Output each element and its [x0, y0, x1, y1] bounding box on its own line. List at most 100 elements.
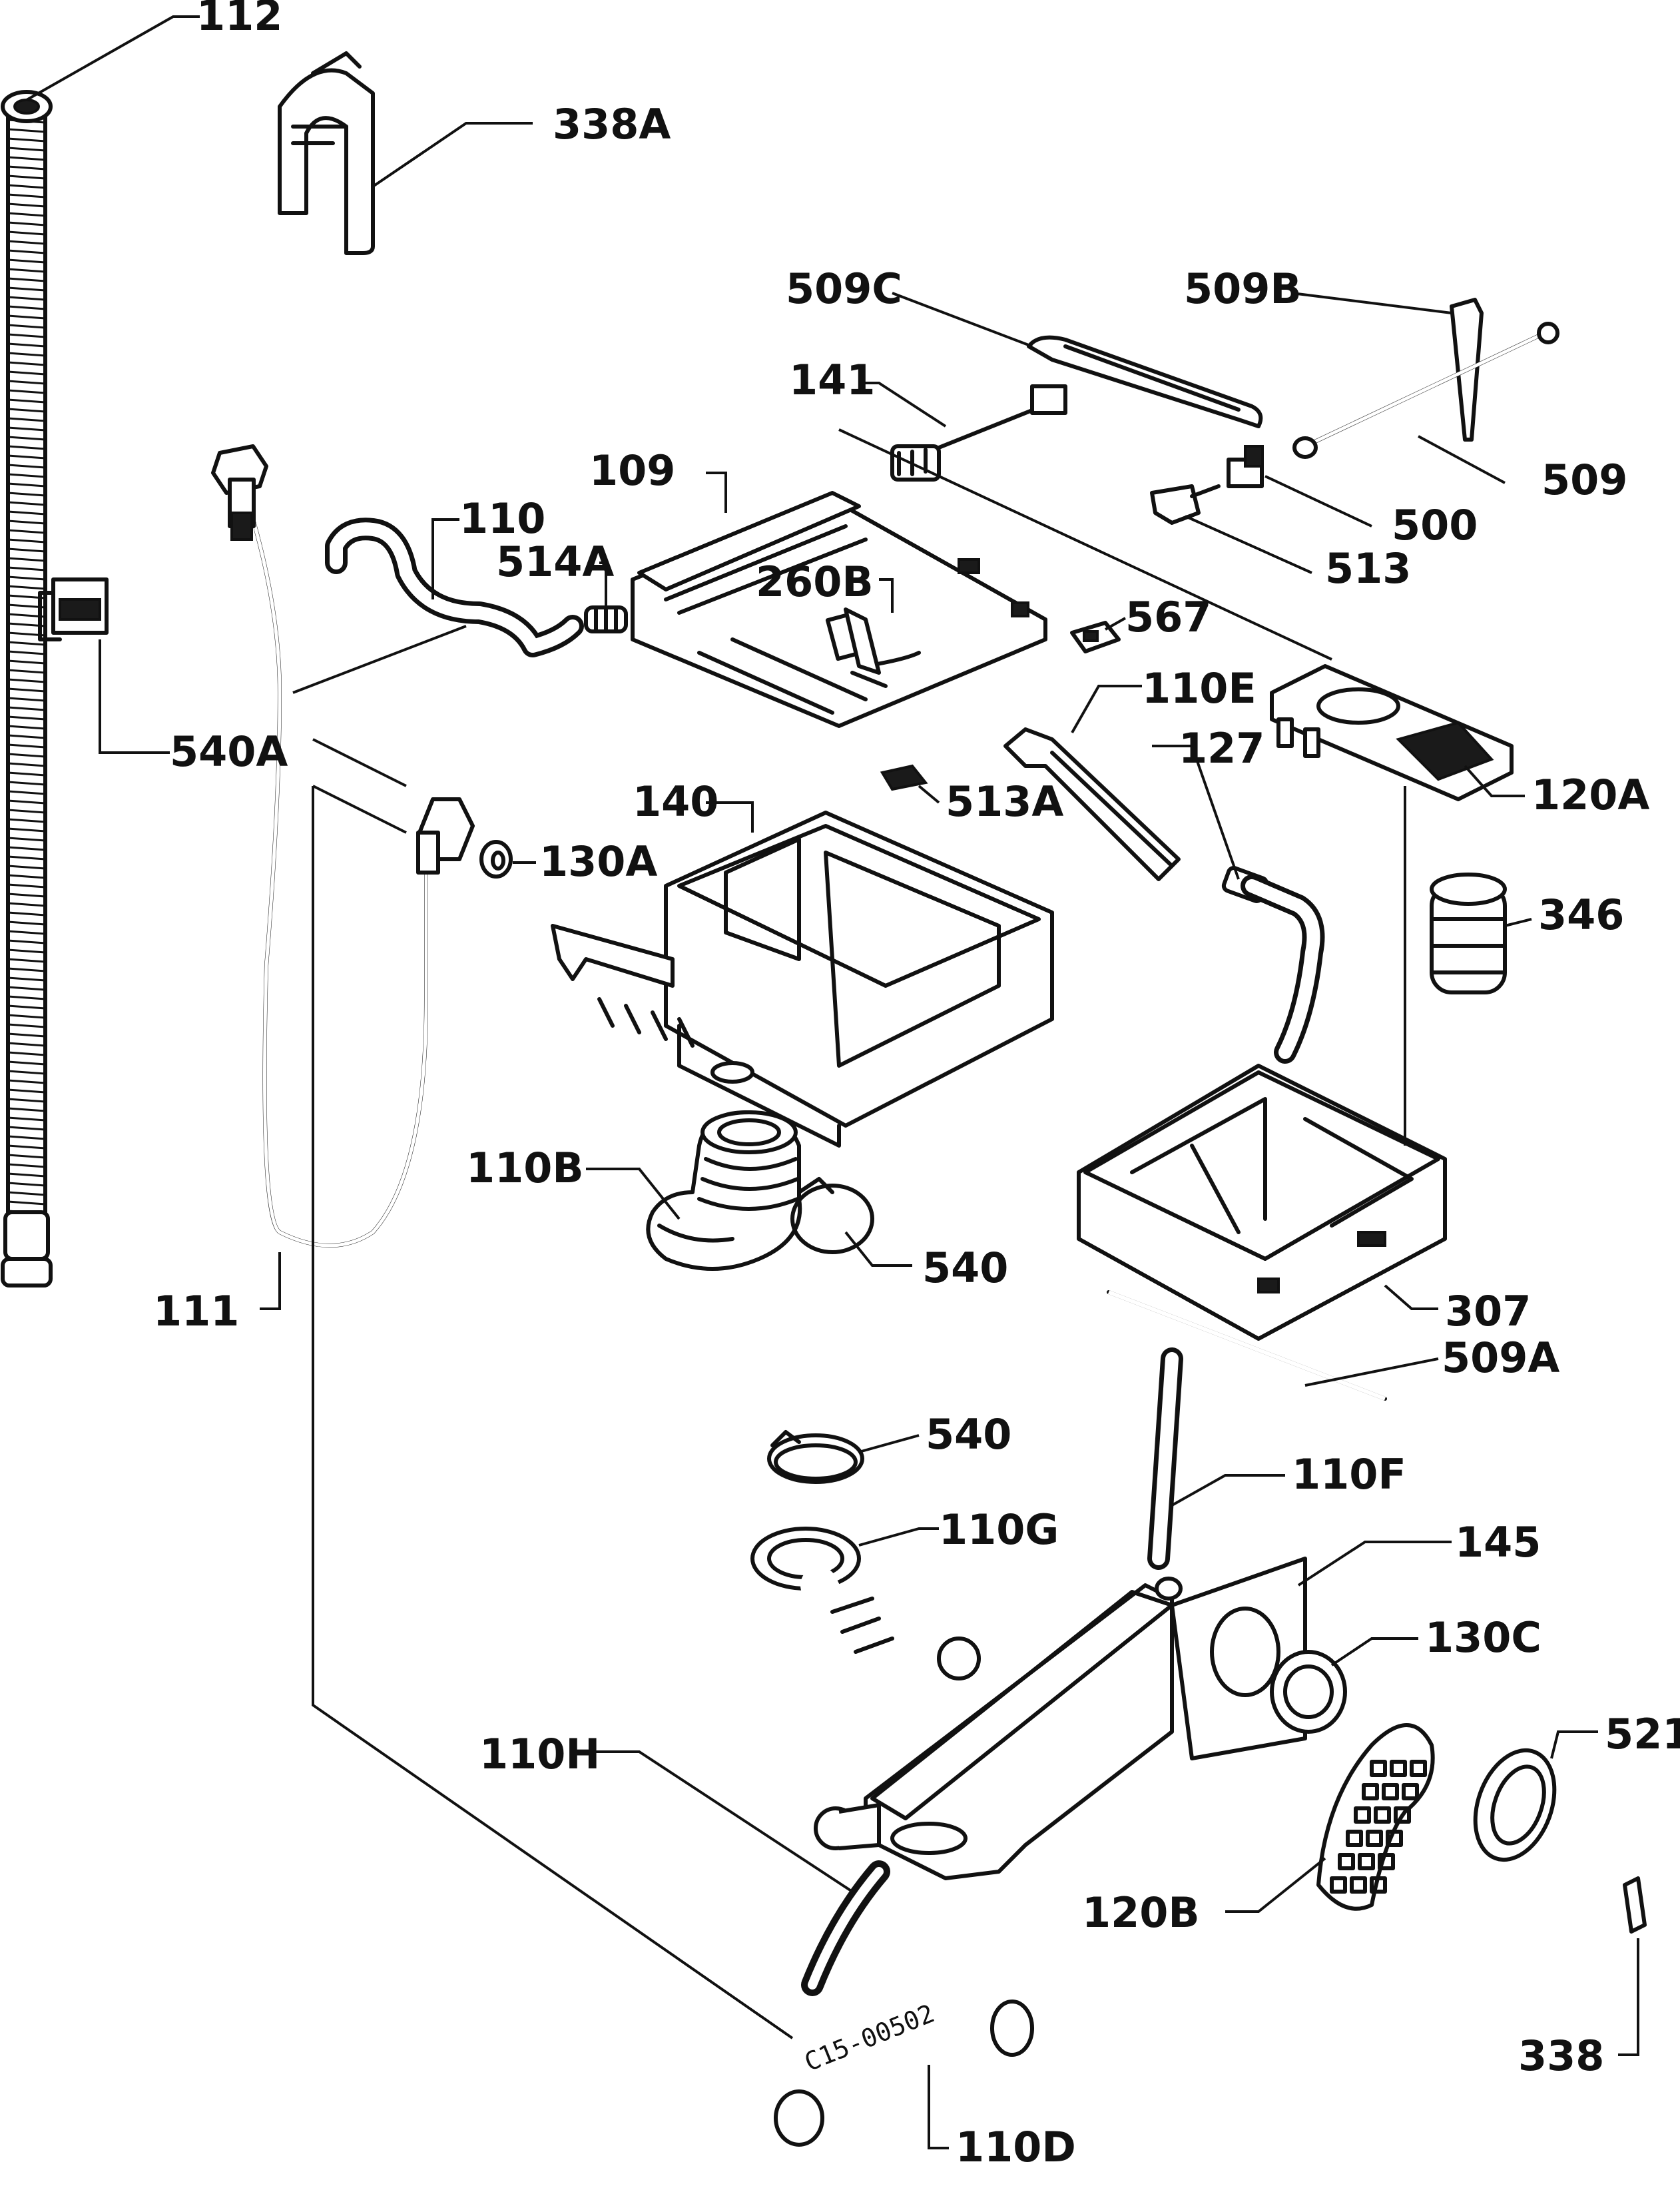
hose-corrugation-line	[7, 184, 46, 189]
hose-corrugation-line	[7, 930, 46, 935]
hose-corrugation-line	[7, 380, 46, 385]
filter-grid-cell	[1330, 1876, 1347, 1894]
hose-corrugation-line	[7, 1060, 46, 1066]
filter-grid-cell	[1354, 1806, 1371, 1824]
hose-corrugation-line	[7, 837, 46, 842]
hose-corrugation-line	[7, 1182, 46, 1187]
label-307: 307	[1445, 1287, 1531, 1335]
hose-corrugation-line	[7, 1014, 46, 1019]
hose-corrugation-line	[7, 902, 46, 907]
hose-corrugation-line	[7, 762, 46, 767]
label-509A: 509A	[1442, 1333, 1559, 1382]
label-130A: 130A	[539, 837, 657, 886]
hose-corrugation-line	[7, 1004, 46, 1010]
part-110-hose	[325, 518, 584, 657]
label-140: 140	[633, 777, 718, 826]
label-260B: 260B	[756, 557, 874, 606]
hose-corrugation-line	[7, 911, 46, 917]
hose-corrugation-line	[7, 212, 46, 217]
hose-corrugation-line	[7, 398, 46, 404]
part-145-sump	[814, 1557, 1307, 1880]
hose-corrugation-line	[7, 520, 46, 525]
hose-corrugation-line	[7, 566, 46, 571]
label-513A: 513A	[946, 777, 1063, 826]
hose-corrugation-line	[7, 137, 46, 143]
hose-corrugation-line	[7, 1163, 46, 1168]
hose-corrugation-line	[7, 715, 46, 721]
part-509C-lever	[1027, 335, 1263, 428]
label-109: 109	[589, 446, 675, 495]
label-509C: 509C	[786, 264, 902, 313]
hose-corrugation-line	[7, 687, 46, 693]
filter-grid-cell	[1374, 1806, 1391, 1824]
hose-corrugation-line	[7, 1116, 46, 1122]
part-130A-washer	[479, 840, 513, 879]
part-338-hook	[1623, 1876, 1647, 1934]
part-514A-fitting	[584, 605, 628, 633]
filter-grid-cell	[1370, 1876, 1387, 1894]
filter-grid-cell	[1366, 1830, 1383, 1847]
hose-corrugation-line	[7, 333, 46, 338]
label-110E: 110E	[1142, 664, 1257, 713]
hose-corrugation-line	[7, 1135, 46, 1140]
label-111: 111	[153, 1287, 239, 1335]
hose-corrugation-line	[7, 641, 46, 646]
hose-corrugation-line	[7, 818, 46, 823]
hose-corrugation-line	[7, 277, 46, 282]
hose-corrugation-line	[7, 1070, 46, 1075]
hose-corrugation-line	[7, 827, 46, 833]
hose-corrugation-line	[7, 799, 46, 805]
hose-corrugation-line	[7, 529, 46, 534]
hose-corrugation-line	[7, 165, 46, 171]
label-338A: 338A	[553, 100, 671, 149]
label-120B: 120B	[1082, 1888, 1200, 1937]
label-346: 346	[1538, 891, 1624, 939]
hose-corrugation-line	[7, 258, 46, 264]
part-509A-rod	[1107, 1290, 1387, 1401]
hose-corrugation-line	[7, 510, 46, 516]
label-500: 500	[1392, 501, 1478, 550]
hose-corrugation-line	[7, 995, 46, 1000]
hose-corrugation-line	[7, 538, 46, 544]
filter-grid-cell	[1394, 1806, 1411, 1824]
hose-corrugation-line	[7, 249, 46, 254]
hose-corrugation-line	[7, 230, 46, 236]
hose-corrugation-line	[7, 650, 46, 655]
part-307-drawer	[1077, 1064, 1447, 1341]
label-127: 127	[1179, 724, 1264, 773]
hose-corrugation-line	[7, 473, 46, 478]
hose-corrugation-line	[7, 1191, 46, 1196]
part-338A-hose-hook	[278, 51, 375, 255]
hose-corrugation-line	[7, 771, 46, 777]
hose-corrugation-line	[7, 454, 46, 460]
part-540-clamp	[790, 1177, 874, 1254]
hose-corrugation-line	[7, 678, 46, 683]
filter-grid-cell	[1378, 1853, 1395, 1870]
filter-grid-cell	[1338, 1853, 1355, 1870]
hose-corrugation-line	[7, 743, 46, 749]
part-513-clip	[1150, 484, 1221, 525]
hose-corrugation-line	[7, 268, 46, 273]
hose-corrugation-line	[7, 389, 46, 394]
part-120A-drawer-handle	[1270, 664, 1514, 801]
hose-corrugation-line	[7, 361, 46, 366]
hose-corrugation-line	[7, 734, 46, 739]
label-338: 338	[1518, 2031, 1604, 2080]
hose-corrugation-line	[7, 156, 46, 161]
hose-corrugation-line	[7, 492, 46, 497]
part-540-lower-clamp	[767, 1430, 864, 1484]
part-110G-drain-bellows	[750, 1527, 981, 1698]
hose-corrugation-line	[7, 753, 46, 758]
label-141: 141	[789, 356, 875, 404]
hose-corrugation-line	[7, 1079, 46, 1084]
part-120B-filter	[1316, 1723, 1435, 1911]
label-110D: 110D	[956, 2123, 1076, 2171]
hose-corrugation-line	[7, 883, 46, 889]
hose-corrugation-line	[7, 1107, 46, 1112]
hose-corrugation-line	[7, 855, 46, 861]
filter-grid-cell	[1370, 1760, 1387, 1777]
hose-corrugation-line	[7, 445, 46, 450]
hose-corrugation-line	[7, 706, 46, 711]
hose-corrugation-line	[7, 1023, 46, 1028]
